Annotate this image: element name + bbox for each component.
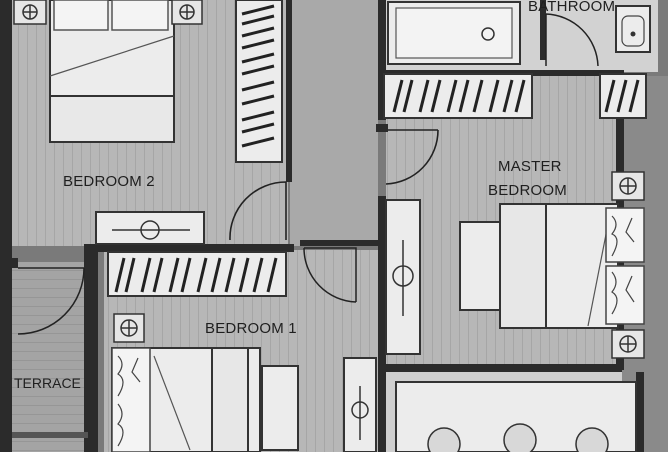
bedroom-1-door <box>303 247 357 303</box>
nightstand-icon <box>13 0 203 25</box>
master-desk <box>385 199 421 355</box>
terrace-rail <box>12 432 88 438</box>
nightstand-icon <box>113 313 145 343</box>
bathroom-label: BATHROOM <box>528 0 615 15</box>
bedroom-2-bed <box>49 0 175 143</box>
master-wardrobe <box>383 73 647 119</box>
bathtub <box>387 1 521 65</box>
master-door <box>385 129 439 185</box>
bedroom-2-door <box>229 181 287 241</box>
bedroom-2-desk <box>95 211 205 245</box>
bedroom-1-wardrobe <box>107 251 287 297</box>
basin-icon <box>615 5 651 53</box>
bedroom-2-wardrobe <box>235 0 283 163</box>
bedroom-2-label: BEDROOM 2 <box>63 173 155 190</box>
bedroom-1-bed <box>111 347 299 452</box>
nightstand-icon <box>611 171 645 359</box>
terrace-label: TERRACE <box>14 375 81 391</box>
dining-table <box>395 381 637 452</box>
bedroom-1-desk <box>343 357 377 452</box>
terrace-door <box>17 267 85 335</box>
master-bed <box>459 203 645 329</box>
corridor-floor <box>290 0 378 246</box>
bedroom-1-label: BEDROOM 1 <box>205 320 297 337</box>
master-bedroom-label-line2: BEDROOM <box>488 182 567 199</box>
bathroom-door <box>545 13 599 67</box>
master-door-frame <box>376 124 388 132</box>
master-bedroom-label-line1: MASTER <box>498 158 562 175</box>
